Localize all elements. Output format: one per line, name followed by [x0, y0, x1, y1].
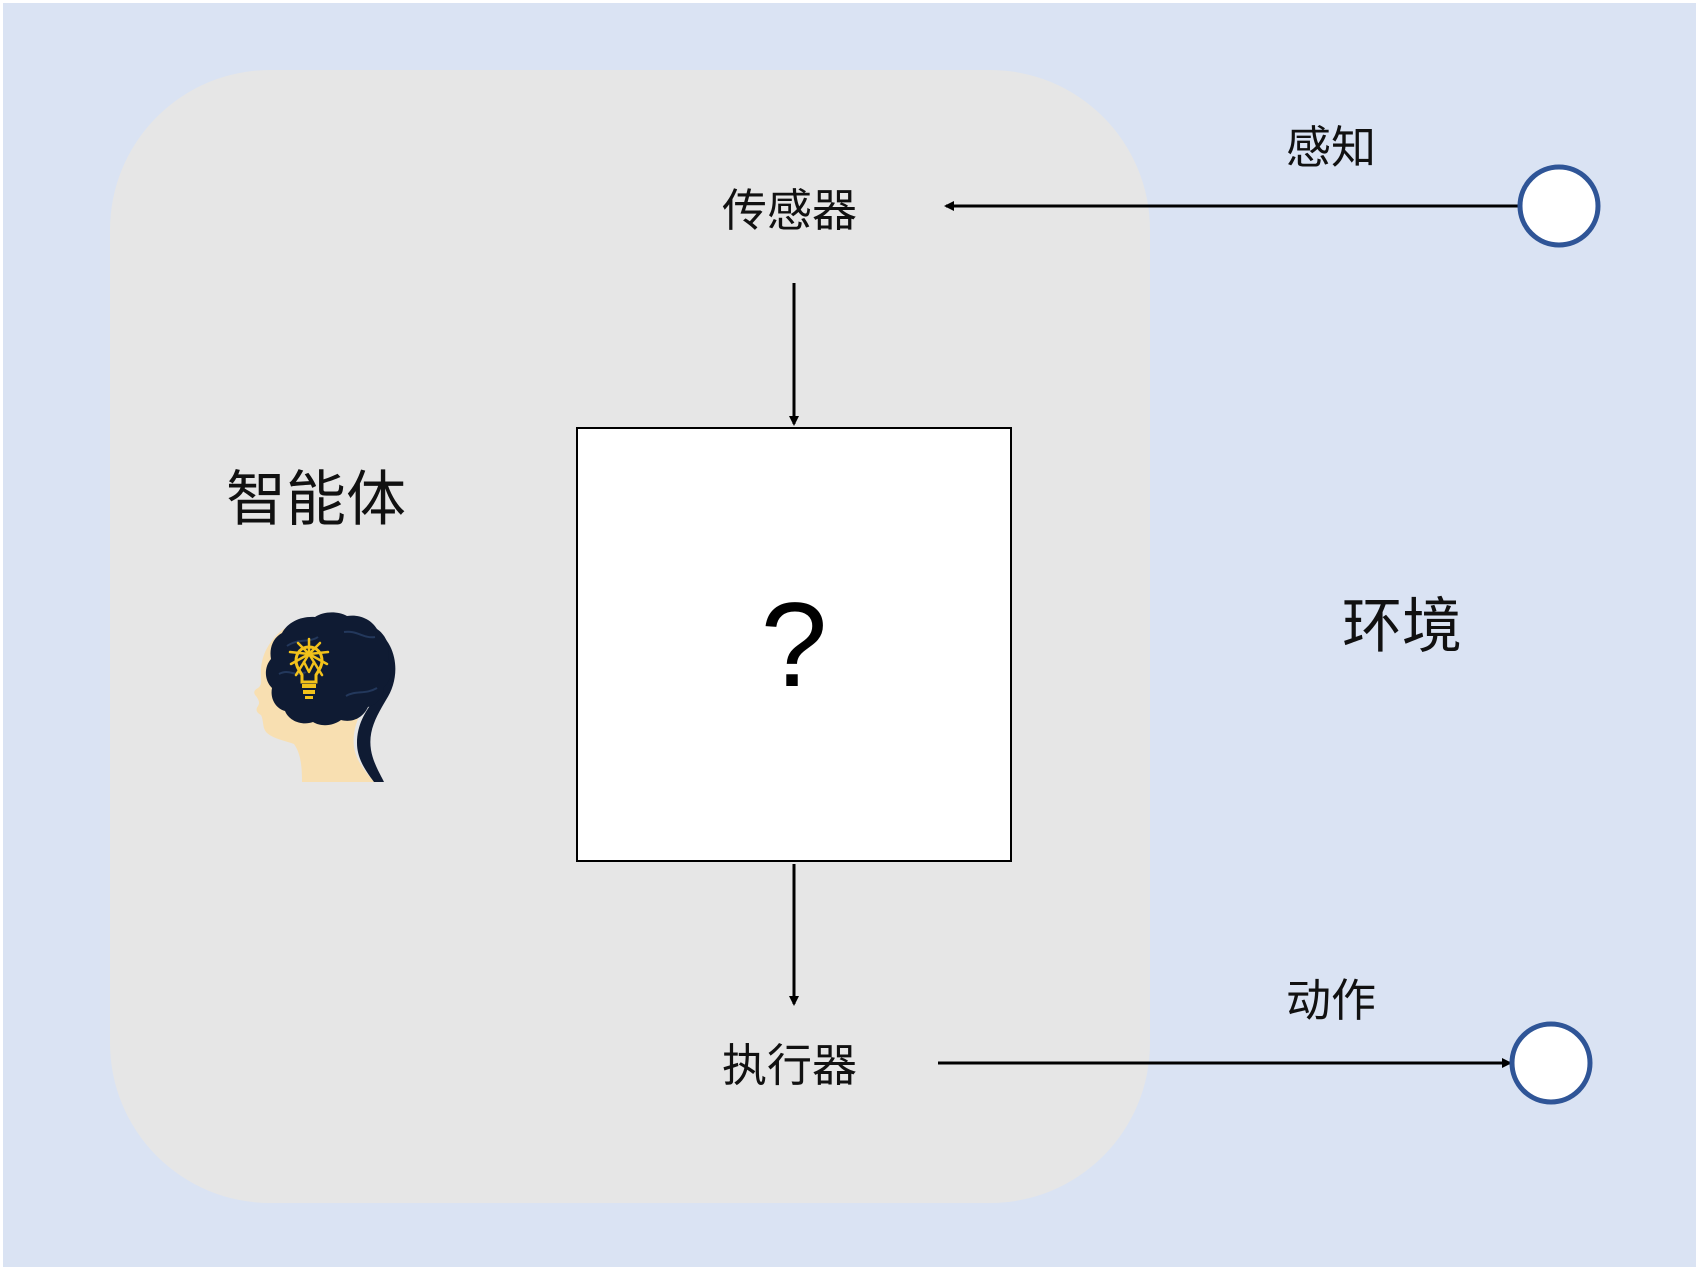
- action-label: 动作: [1286, 974, 1377, 1027]
- agent-label: 智能体: [226, 465, 406, 535]
- sensor-label: 传感器: [722, 184, 858, 237]
- actuator-label: 执行器: [722, 1039, 858, 1092]
- head-lightbulb-icon: [254, 612, 396, 782]
- percept-label: 感知: [1286, 121, 1377, 174]
- environment-label: 环境: [1342, 592, 1462, 662]
- black-box: ?: [576, 427, 1012, 862]
- question-mark: ?: [760, 577, 828, 712]
